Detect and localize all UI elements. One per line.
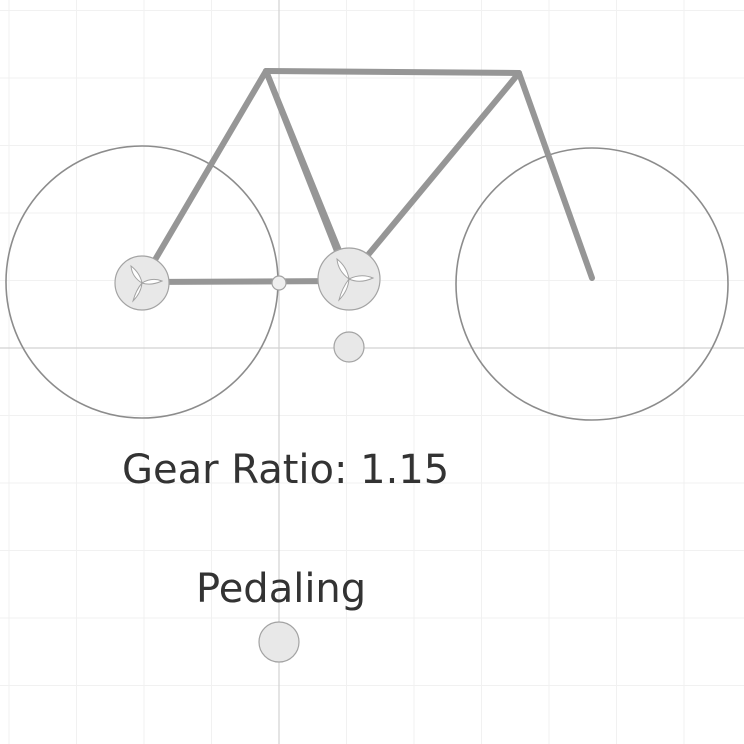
top-tube	[263, 68, 522, 76]
seat-tube-inner	[263, 68, 343, 256]
pedaling-toggle-button[interactable]	[258, 621, 300, 663]
pedaling-label: Pedaling	[196, 566, 367, 612]
front-wheel	[455, 147, 729, 421]
control-point[interactable]	[271, 275, 287, 291]
seat-stay	[139, 68, 269, 285]
bicycle-frame	[139, 68, 595, 285]
down-tube	[345, 70, 522, 282]
pedal-handle[interactable]	[333, 331, 365, 363]
crank-hub-icon[interactable]	[317, 247, 381, 311]
fork	[516, 70, 595, 281]
gear-ratio-label: Gear Ratio: 1.15	[122, 447, 450, 493]
chain-stay	[139, 278, 351, 285]
rear-hub-icon[interactable]	[114, 255, 170, 311]
